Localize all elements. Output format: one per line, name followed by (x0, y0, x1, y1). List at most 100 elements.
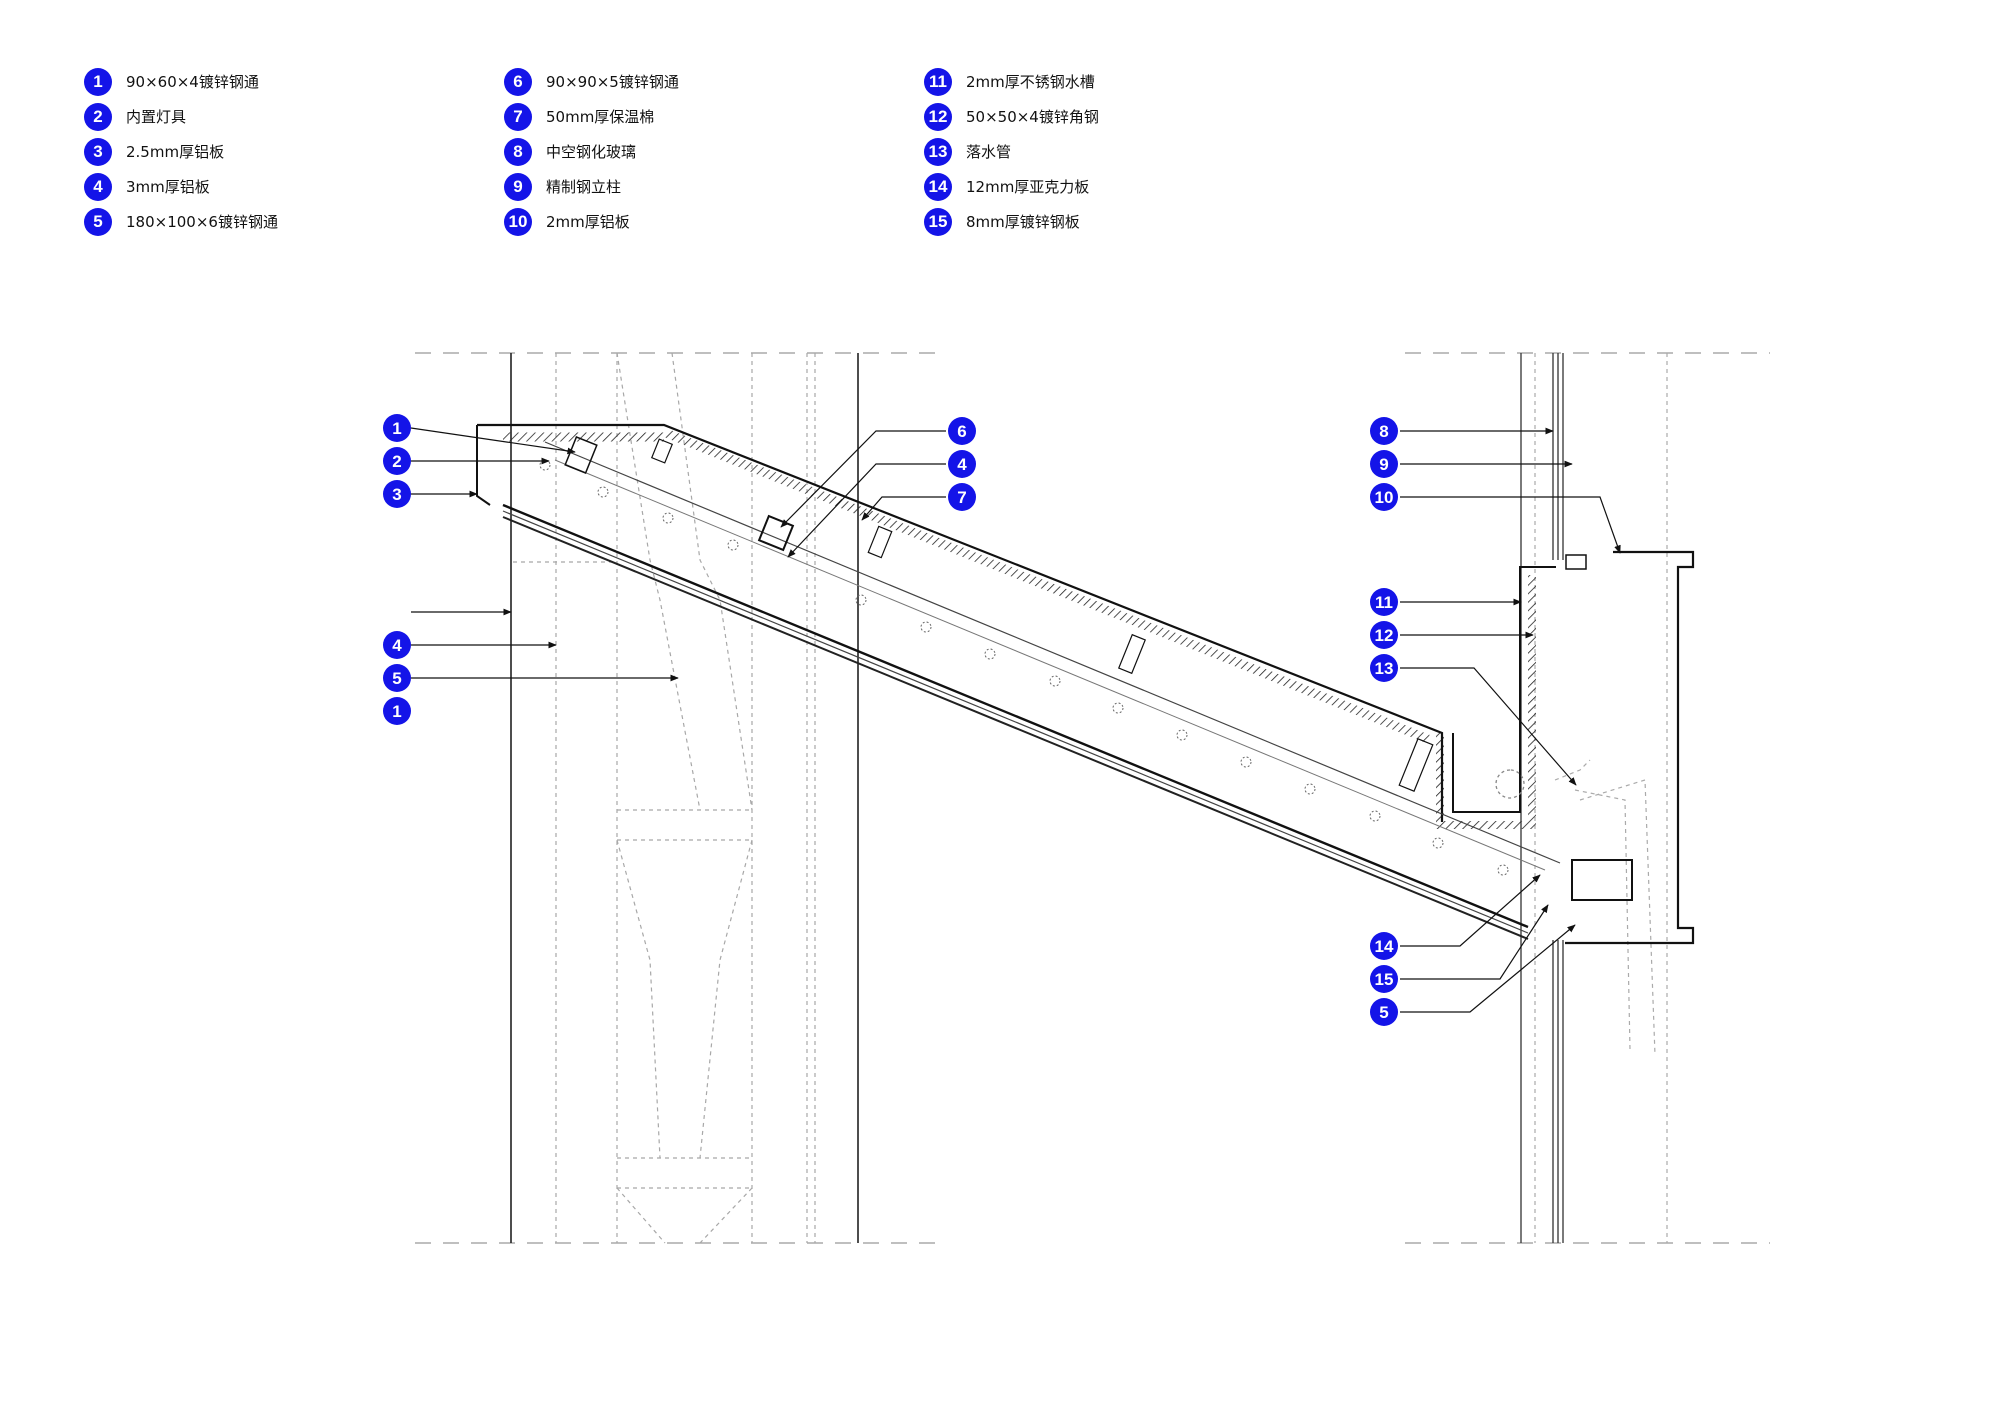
legend-item: 15 8mm厚镀锌钢板 (924, 204, 1099, 239)
callout-number: 3 (392, 485, 401, 504)
legend-number-badge: 6 (504, 67, 532, 96)
legend-number-badge: 1 (84, 67, 112, 96)
callout-badge-10: 10 (1370, 483, 1398, 511)
callout-number: 1 (392, 702, 401, 721)
callout-badge-4: 4 (948, 450, 976, 478)
legend-number-badge: 8 (504, 137, 532, 166)
legend-item: 8 中空钢化玻璃 (504, 134, 679, 169)
callout-circle (1370, 588, 1398, 616)
legend-number-badge: 10 (504, 207, 532, 236)
legend-label: 精制钢立柱 (546, 178, 622, 196)
callout-circle (948, 417, 976, 445)
callout-number: 5 (392, 669, 401, 688)
legend-label: 180×100×6镀锌钢通 (126, 213, 278, 231)
callout-number: 10 (1375, 488, 1394, 507)
legend-label: 90×90×5镀锌钢通 (546, 73, 679, 91)
legend-number-badge: 15 (924, 207, 952, 236)
callout-badge-6: 6 (948, 417, 976, 445)
legend-item: 10 2mm厚铝板 (504, 204, 679, 239)
callout-circle (1370, 965, 1398, 993)
canopy (476, 423, 1561, 940)
legend-number-badge: 9 (504, 172, 532, 201)
legend-number-badge: 11 (924, 67, 952, 96)
legend-item: 12 50×50×4镀锌角钢 (924, 99, 1099, 134)
legend-number-badge: 2 (84, 102, 112, 131)
callout-circle (1370, 654, 1398, 682)
callout-number: 1 (392, 419, 401, 438)
legend-label: 3mm厚铝板 (126, 178, 210, 196)
legend-column-2: 6 90×90×5镀锌钢通 7 50mm厚保温棉 8 中空钢化玻璃 9 精制钢立柱 10… (504, 64, 679, 239)
callout-circle (383, 664, 411, 692)
callout-badge-12: 12 (1370, 621, 1398, 649)
callout-circle (383, 697, 411, 725)
legend-label: 内置灯具 (126, 108, 187, 126)
leader-lines (410, 427, 1621, 1013)
parapet-profile (1565, 550, 1695, 945)
callout-badge-2: 2 (383, 447, 411, 475)
legend-label: 2mm厚铝板 (546, 213, 630, 231)
legend-item: 1 90×60×4镀锌钢通 (84, 64, 278, 99)
legend-label: 50mm厚保温棉 (546, 108, 655, 126)
legend-number-badge: 4 (84, 172, 112, 201)
callout-number: 8 (1379, 422, 1388, 441)
callout-circle (948, 483, 976, 511)
callout-number: 12 (1375, 626, 1394, 645)
callout-circle (1370, 932, 1398, 960)
legend-column-1: 1 90×60×4镀锌钢通 2 内置灯具 3 2.5mm厚铝板 4 3mm厚铝板 5 18… (84, 64, 278, 239)
legend-number-badge: 7 (504, 102, 532, 131)
callout-badge-5: 5 (1370, 998, 1398, 1026)
legend-label: 中空钢化玻璃 (546, 143, 637, 161)
callout-badge-1: 1 (383, 697, 411, 725)
callout-badge-4: 4 (383, 631, 411, 659)
callout-badge-13: 13 (1370, 654, 1398, 682)
callout-badge-14: 14 (1370, 932, 1398, 960)
legend-label: 2mm厚不锈钢水槽 (966, 73, 1095, 91)
callout-circle (1370, 450, 1398, 478)
legend-item: 9 精制钢立柱 (504, 169, 679, 204)
callout-number: 14 (1375, 937, 1394, 956)
break-lines (415, 352, 1770, 1244)
legend-label: 8mm厚镀锌钢板 (966, 213, 1080, 231)
legend-label: 90×60×4镀锌钢通 (126, 73, 259, 91)
callout-badge-7: 7 (948, 483, 976, 511)
callout-number: 2 (392, 452, 401, 471)
callout-circle (1370, 417, 1398, 445)
callout-badge-11: 11 (1370, 588, 1398, 616)
callout-number: 4 (957, 455, 967, 474)
gutter (1452, 566, 1556, 813)
callout-badge-5: 5 (383, 664, 411, 692)
legend-label: 12mm厚亚克力板 (966, 178, 1090, 196)
callout-badge-1: 1 (383, 414, 411, 442)
callout-number: 13 (1375, 659, 1394, 678)
legend-label: 50×50×4镀锌角钢 (966, 108, 1099, 126)
legend-item: 4 3mm厚铝板 (84, 169, 278, 204)
callout-number: 4 (392, 636, 402, 655)
legend-item: 2 内置灯具 (84, 99, 278, 134)
callout-badge-15: 15 (1370, 965, 1398, 993)
legend-item: 6 90×90×5镀锌钢通 (504, 64, 679, 99)
legend-label: 2.5mm厚铝板 (126, 143, 225, 161)
legend-number-badge: 5 (84, 207, 112, 236)
callout-circle (383, 414, 411, 442)
legend-number-badge: 3 (84, 137, 112, 166)
callout-number: 7 (957, 488, 966, 507)
legend-item: 11 2mm厚不锈钢水槽 (924, 64, 1099, 99)
legend-item: 5 180×100×6镀锌钢通 (84, 204, 278, 239)
callout-number: 5 (1379, 1003, 1388, 1022)
callout-number: 11 (1375, 593, 1393, 612)
legend-number-badge: 12 (924, 102, 952, 131)
legend-number-badge: 13 (924, 137, 952, 166)
legend-item: 3 2.5mm厚铝板 (84, 134, 278, 169)
legend-item: 7 50mm厚保温棉 (504, 99, 679, 134)
callout-badge-9: 9 (1370, 450, 1398, 478)
callout-circle (383, 480, 411, 508)
callout-circle (383, 631, 411, 659)
callout-circle (1370, 483, 1398, 511)
callout-number: 15 (1375, 970, 1394, 989)
callout-number: 6 (957, 422, 966, 441)
